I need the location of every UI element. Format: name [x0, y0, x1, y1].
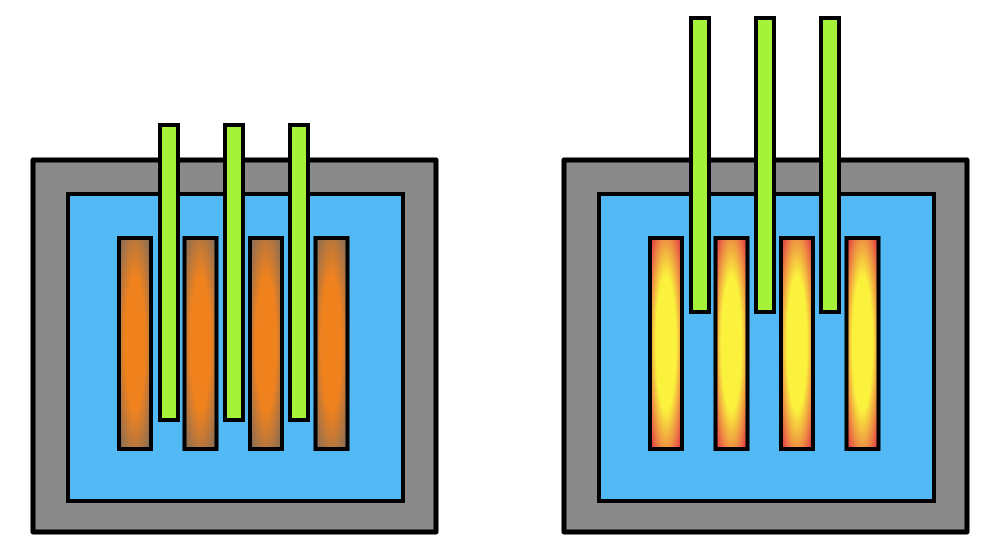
fuel-rod — [313, 236, 350, 451]
fuel-rod — [779, 236, 815, 451]
fuel-rod — [844, 236, 881, 451]
control-rod — [689, 16, 711, 314]
fuel-rod — [248, 236, 284, 451]
control-rod — [754, 16, 776, 314]
control-rod — [819, 16, 841, 314]
fuel-rod — [117, 236, 153, 451]
reactor-high-power — [561, 16, 970, 535]
fuel-rod — [648, 236, 684, 451]
fuel-rod — [713, 236, 750, 451]
control-rod — [158, 123, 180, 422]
reactor-low-power — [30, 123, 439, 535]
control-rod — [223, 123, 245, 422]
fuel-rod — [182, 236, 219, 451]
control-rod — [288, 123, 310, 422]
